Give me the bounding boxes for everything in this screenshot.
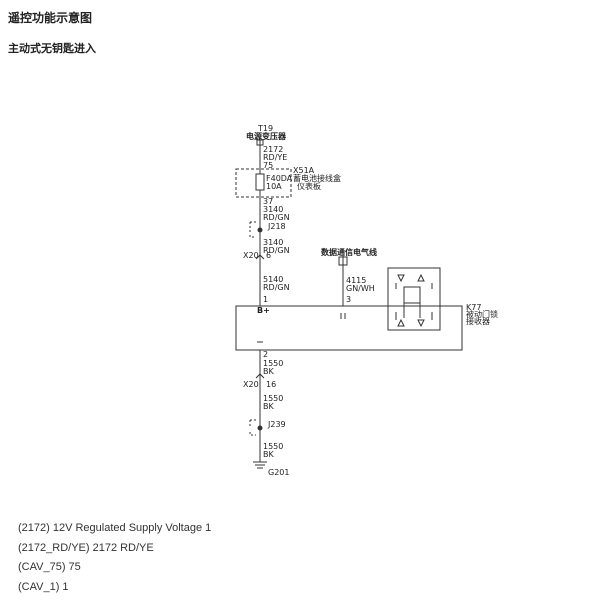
w7-circuit-label: 1550 bbox=[263, 442, 283, 451]
w7-color-label: BK bbox=[263, 450, 274, 459]
w1-cav-label: 75 bbox=[263, 161, 273, 170]
x20-pin6-chevron bbox=[255, 254, 265, 260]
legend-item: (2172) 12V Regulated Supply Voltage 1 bbox=[18, 522, 212, 534]
w2-circuit-label: 3140 bbox=[263, 205, 283, 214]
j239-label: J239 bbox=[267, 420, 286, 429]
t19-connector bbox=[256, 139, 264, 146]
t19-id-label: T19 bbox=[257, 124, 273, 133]
k77-name1-label: 被动门锁 bbox=[466, 309, 498, 319]
w4-color-label: RD/GN bbox=[263, 283, 290, 292]
k77-component bbox=[387, 267, 441, 331]
k77-id-label: K77 bbox=[466, 303, 481, 312]
ground-label: G201 bbox=[268, 468, 289, 477]
j218-splice bbox=[249, 221, 256, 238]
ground-symbol bbox=[253, 461, 267, 469]
w6-color-label: BK bbox=[263, 402, 274, 411]
x20-bottom-label: X20 bbox=[243, 380, 259, 389]
pin2-label: 2 bbox=[263, 350, 268, 359]
data-circuit-label: 4115 bbox=[346, 276, 366, 285]
fuse-id-label: F40DA bbox=[266, 174, 293, 183]
w2-cav-label: 37 bbox=[263, 197, 273, 206]
x20-pin16-chevron bbox=[255, 373, 265, 379]
x51a-box bbox=[235, 168, 292, 198]
legend-item: (CAV_1) 1 bbox=[18, 580, 69, 593]
w3-circuit-label: 3140 bbox=[263, 238, 283, 247]
k77-name2-label: 接收器 bbox=[466, 316, 490, 326]
x20-top-label: X20 bbox=[243, 251, 259, 260]
w1-color-label: RD/YE bbox=[263, 153, 287, 162]
data-line-label: 数据通信电气线 bbox=[321, 247, 377, 257]
data-connector bbox=[338, 256, 348, 266]
data-color-label: GN/WH bbox=[346, 284, 375, 293]
page-subtitle: 主动式无钥匙进入 bbox=[8, 42, 96, 55]
w1-circuit-label: 2172 bbox=[263, 145, 283, 154]
legend: (2172) 12V Regulated Supply Voltage 1 (2… bbox=[18, 519, 211, 597]
page-title: 遥控功能示意图 bbox=[8, 11, 93, 25]
w2-color-label: RD/GN bbox=[263, 213, 290, 222]
j218-label: J218 bbox=[267, 222, 286, 231]
w5-color-label: BK bbox=[263, 367, 274, 376]
k77-bottom-symbols bbox=[397, 318, 425, 328]
j239-dot bbox=[257, 425, 263, 431]
j218-dot bbox=[257, 227, 263, 233]
data-pin-marker bbox=[340, 313, 346, 319]
w6-circuit-label: 1550 bbox=[263, 394, 283, 403]
k77-inner-box bbox=[403, 286, 421, 304]
w3-color-label: RD/GN bbox=[263, 246, 290, 255]
pin1-label: 1 bbox=[263, 295, 268, 304]
x51a-name2-label: 仪表板 bbox=[297, 181, 321, 191]
x20-bottom-pin-label: 16 bbox=[266, 380, 276, 389]
x51a-id-label: X51A bbox=[293, 166, 315, 175]
pin3-label: 3 bbox=[346, 295, 351, 304]
fuse-f40da bbox=[255, 173, 265, 191]
fuse-rating-label: 10A bbox=[266, 182, 282, 191]
legend-item: (CAV_75) 75 bbox=[18, 561, 81, 573]
w4-circuit-label: 5140 bbox=[263, 275, 283, 284]
x20-top-pin-label: 6 bbox=[266, 251, 271, 260]
j239-splice bbox=[249, 419, 256, 436]
module-box bbox=[235, 305, 463, 351]
legend-item: (2172_RD/YE) 2172 RD/YE bbox=[18, 541, 154, 554]
k77-top-symbols bbox=[397, 273, 425, 283]
x51a-name1-label: 蓄电池接线盒 bbox=[293, 173, 341, 183]
t19-name-label: 电源变压器 bbox=[246, 131, 287, 141]
b-plus-label: B+ bbox=[257, 306, 270, 315]
w5-circuit-label: 1550 bbox=[263, 359, 283, 368]
